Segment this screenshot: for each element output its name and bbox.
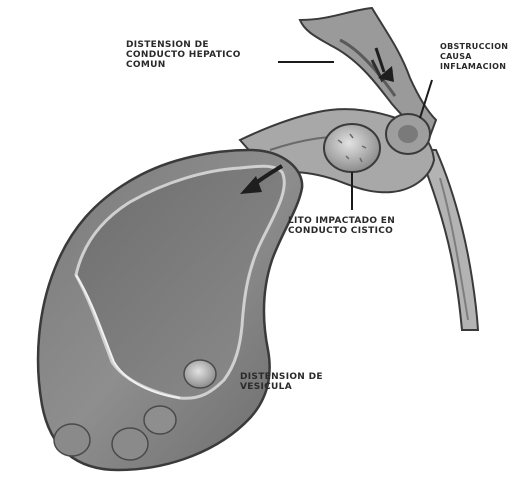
- label-line: INFLAMACION: [440, 62, 508, 72]
- label-impacted-stone: LITO IMPACTADO EN CONDUCTO CISTICO: [288, 216, 395, 236]
- label-line: VESICULA: [240, 382, 323, 392]
- label-line: CAUSA: [440, 52, 508, 62]
- small-stone: [184, 360, 216, 388]
- label-line: LITO IMPACTADO EN: [288, 216, 395, 226]
- fundus-lump: [144, 406, 176, 434]
- label-line: CONDUCTO HEPATICO: [126, 50, 241, 60]
- label-gallbladder: DISTENSION DE VESICULA: [240, 372, 323, 392]
- label-line: DISTENSION DE: [240, 372, 323, 382]
- fundus-lump: [54, 424, 90, 456]
- fundus-lump: [112, 428, 148, 460]
- common-bile-duct: [418, 150, 478, 330]
- impacted-stone: [324, 124, 380, 172]
- label-hepatic-duct: DISTENSION DE CONDUCTO HEPATICO COMUN: [126, 40, 241, 70]
- label-line: OBSTRUCCION: [440, 42, 508, 52]
- label-line: DISTENSION DE: [126, 40, 241, 50]
- label-obstruction: OBSTRUCCION CAUSA INFLAMACION: [440, 42, 508, 72]
- label-line: COMUN: [126, 60, 241, 70]
- label-line: CONDUCTO CISTICO: [288, 226, 395, 236]
